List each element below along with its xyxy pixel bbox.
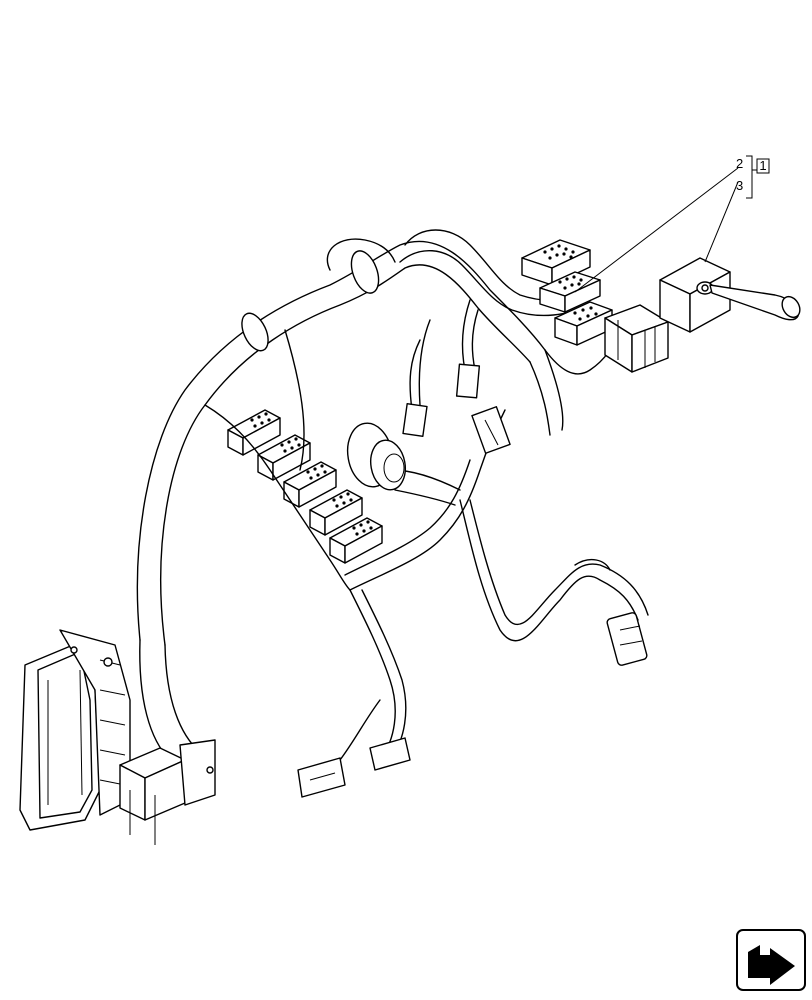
callout-item-3: 3 — [736, 178, 743, 193]
harness-lower-mid — [297, 589, 411, 798]
callout-group-box — [756, 158, 770, 174]
relay-holder — [119, 739, 216, 845]
fuse-box — [19, 629, 131, 831]
return-arrow-icon[interactable] — [736, 929, 806, 991]
connector-right-d — [604, 304, 669, 373]
connector-right-c — [554, 301, 613, 346]
harness-main-trunk — [136, 229, 591, 761]
harness-mid-cable — [344, 299, 511, 591]
connector-left-3 — [283, 461, 337, 508]
connector-left-4 — [309, 489, 363, 536]
harness-lower-right-cable — [459, 499, 649, 666]
callout-leaders — [574, 167, 739, 293]
callout-group-ref: 1 — [759, 158, 766, 173]
connector-stack-left — [204, 329, 383, 591]
callout-item-2: 2 — [736, 156, 743, 171]
connector-top-a — [521, 239, 591, 286]
toggle-switch-assembly — [659, 257, 801, 333]
connector-top-b — [539, 271, 601, 313]
round-connector — [346, 422, 461, 506]
callout-bracket — [746, 155, 753, 199]
connector-left-2 — [257, 434, 311, 481]
connector-left-5 — [329, 517, 383, 564]
